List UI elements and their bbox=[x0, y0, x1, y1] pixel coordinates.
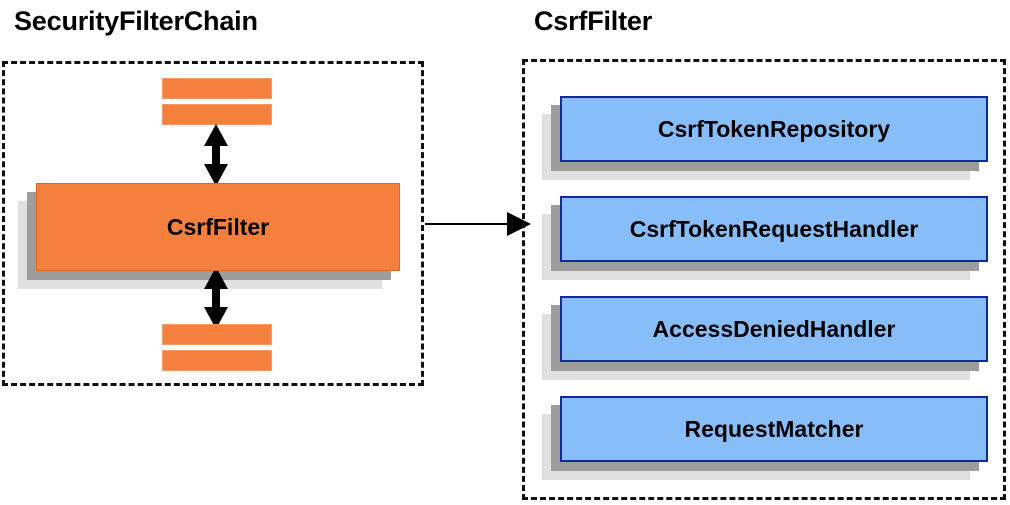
component-csrf-token-repository[interactable]: CsrfTokenRepository bbox=[542, 96, 988, 180]
component-label: CsrfTokenRequestHandler bbox=[629, 215, 919, 242]
bidirectional-arrow-up-icon bbox=[203, 124, 229, 186]
component-face: CsrfTokenRequestHandler bbox=[560, 196, 988, 262]
component-label: RequestMatcher bbox=[684, 415, 864, 442]
component-access-denied-handler[interactable]: AccessDeniedHandler bbox=[542, 296, 988, 380]
security-filter-chain-container bbox=[2, 61, 424, 386]
component-face: RequestMatcher bbox=[560, 396, 988, 462]
component-request-matcher[interactable]: RequestMatcher bbox=[542, 396, 988, 480]
csrf-filter-block[interactable]: CsrfFilter bbox=[18, 183, 400, 289]
filter-stripe-1 bbox=[162, 78, 272, 99]
component-label: CsrfTokenRepository bbox=[657, 115, 891, 142]
csrf-filter-detail-container bbox=[522, 59, 1006, 500]
component-csrf-token-request-handler[interactable]: CsrfTokenRequestHandler bbox=[542, 196, 988, 280]
csrffilter-to-detail-arrow-icon bbox=[425, 212, 533, 236]
csrf-filter-block-label: CsrfFilter bbox=[166, 213, 270, 240]
filter-stripe-2 bbox=[162, 104, 272, 125]
bidirectional-arrow-down-icon bbox=[203, 267, 229, 329]
page-title-csrf-filter: CsrfFilter bbox=[534, 6, 653, 36]
filter-stripe-4 bbox=[162, 350, 272, 371]
filter-stripe-3 bbox=[162, 324, 272, 345]
component-label: AccessDeniedHandler bbox=[652, 315, 896, 342]
component-face: CsrfTokenRepository bbox=[560, 96, 988, 162]
page-title-security-filter-chain: SecurityFilterChain bbox=[14, 6, 258, 36]
csrf-filter-block-face: CsrfFilter bbox=[36, 183, 400, 271]
component-face: AccessDeniedHandler bbox=[560, 296, 988, 362]
